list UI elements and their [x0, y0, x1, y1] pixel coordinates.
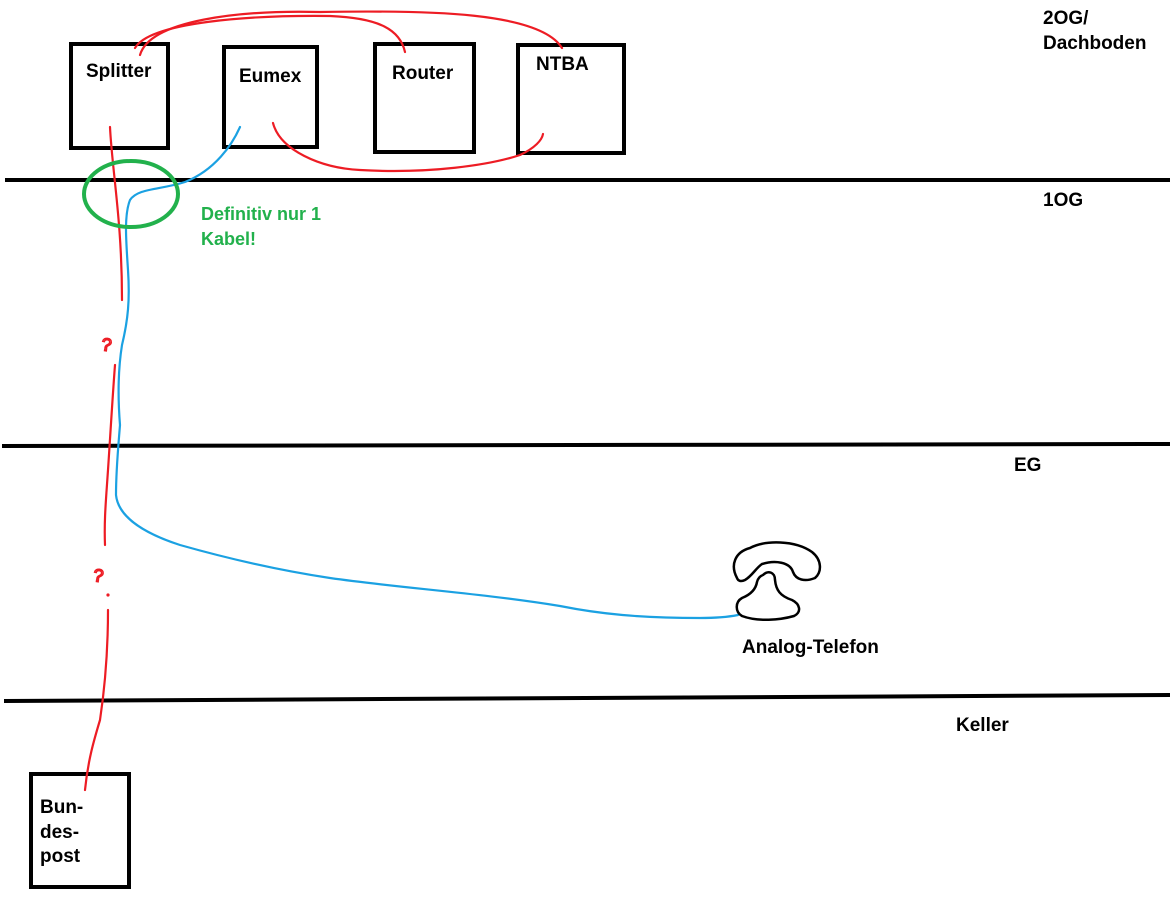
- splitter-box: [69, 42, 170, 150]
- bundespost-label-line-3: post: [40, 846, 81, 867]
- red-wire-splitter-router: [133, 14, 407, 54]
- cable-highlight-circle: [82, 159, 180, 229]
- red-wire-splitter-ntba: [138, 10, 564, 57]
- annotation-line-2: Kabel!: [201, 229, 256, 249]
- blue-wire-eumex-phone: [114, 125, 740, 620]
- analog-phone-icon: [732, 541, 822, 621]
- router-label: Router: [392, 63, 454, 84]
- eumex-label: Eumex: [239, 66, 302, 87]
- bundespost-label-line-2: des-: [40, 822, 79, 843]
- splitter-label: Splitter: [86, 61, 152, 82]
- ntba-box: [516, 43, 626, 155]
- floor-label-keller: Keller: [956, 715, 1009, 736]
- red-wire-splitter-bundespost-b: [103, 363, 117, 547]
- phone-label: Analog-Telefon: [742, 637, 879, 658]
- bundespost-box: [29, 772, 131, 889]
- router-box: [373, 42, 476, 154]
- annotation-line-1: Definitiv nur 1: [201, 204, 321, 224]
- floor-label-2og-line-1: 2OG/: [1043, 8, 1089, 29]
- red-wire-splitter-bundespost-c: [83, 608, 110, 792]
- red-wire-eumex-ntba: [271, 121, 545, 173]
- unknown-mark-1og: ?: [100, 334, 113, 355]
- red-wire-splitter-bundespost-a: [108, 125, 124, 302]
- floor-label-eg: EG: [1014, 455, 1041, 476]
- floor-line-eg: [1, 442, 1170, 448]
- floor-line-keller: [3, 693, 1170, 703]
- red-wire-dot: [106, 593, 110, 597]
- bundespost-label-line-1: Bun-: [40, 797, 83, 818]
- floor-label-2og-line-2: Dachboden: [1043, 33, 1146, 54]
- floor-label-1og: 1OG: [1043, 190, 1083, 211]
- ntba-label: NTBA: [536, 54, 589, 75]
- unknown-mark-eg: ?: [92, 565, 105, 586]
